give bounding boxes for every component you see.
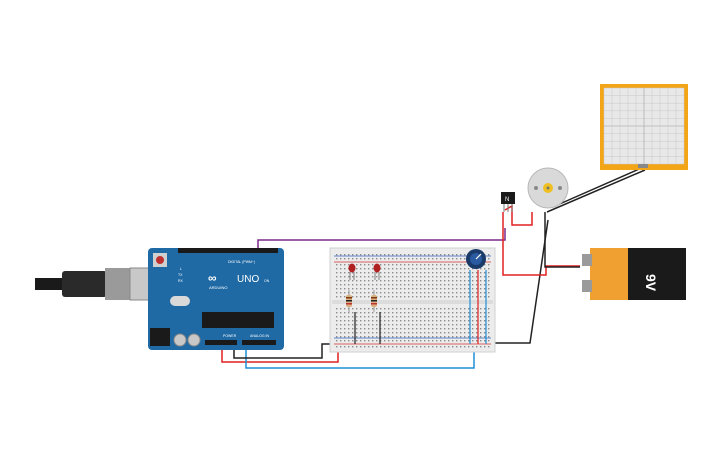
- led-rx-label: RX: [178, 279, 184, 283]
- analog-header: [242, 340, 276, 345]
- wire-black-right: [495, 219, 549, 344]
- digital-header: [178, 248, 278, 253]
- arduino-brand: UNO: [237, 274, 259, 285]
- led-jumpers[interactable]: [354, 312, 381, 344]
- mcu-chip: [202, 312, 274, 328]
- arduino-logo-symbol: ∞: [208, 271, 217, 285]
- usb-cable[interactable]: [35, 267, 167, 301]
- led-tx-label: TX: [178, 273, 183, 277]
- wire-black-motor-batt: [544, 212, 580, 268]
- digital-header-label: DIGITAL (PWM~): [228, 260, 255, 264]
- led-1[interactable]: [348, 263, 356, 281]
- resistor-1[interactable]: [346, 290, 352, 312]
- dc-motor[interactable]: [527, 167, 569, 209]
- wire-black-scope-1: [546, 169, 646, 213]
- wire-red-motor: [504, 204, 533, 226]
- transistor[interactable]: N: [501, 192, 515, 212]
- oscilloscope[interactable]: [600, 84, 688, 170]
- led-on-label: ON: [264, 279, 270, 283]
- arduino-board[interactable]: ∞ UNO ARDUINO DIGITAL (PWM~) POWER ANALO…: [148, 248, 284, 350]
- pot-leads: [469, 270, 487, 344]
- wire-purple: [257, 228, 506, 252]
- arduino-logo-text: ARDUINO: [209, 285, 227, 290]
- battery-label: 9V: [643, 274, 659, 292]
- breadboard-holes[interactable]: [336, 254, 490, 348]
- transistor-label: N: [505, 197, 509, 203]
- battery-9v[interactable]: 9V: [582, 248, 686, 300]
- potentiometer[interactable]: [466, 249, 486, 269]
- analog-header-label: ANALOG IN: [250, 334, 270, 338]
- wire-black-scope-2: [554, 165, 647, 207]
- oscilloscope-terminal[interactable]: [638, 164, 648, 168]
- breadboard[interactable]: [329, 247, 496, 353]
- led-l-label: L: [180, 267, 182, 271]
- power-header: [205, 340, 237, 345]
- power-header-label: POWER: [223, 334, 237, 338]
- led-2[interactable]: [373, 263, 381, 281]
- wire-red-transistor: [502, 212, 580, 276]
- resistor-2[interactable]: [371, 290, 377, 312]
